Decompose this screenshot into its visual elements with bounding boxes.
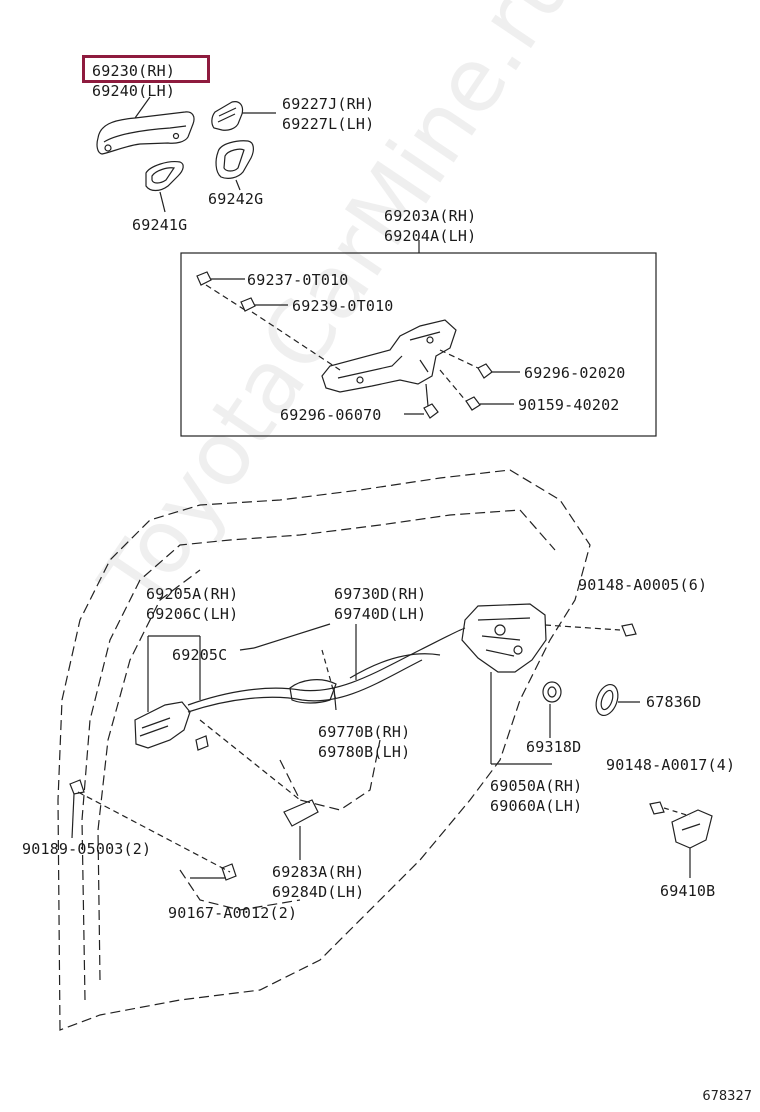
label-69740d[interactable]: 69740D(LH) [334, 605, 427, 623]
label-69237[interactable]: 69237-0T010 [247, 271, 349, 289]
label-69770b[interactable]: 69770B(RH) [318, 723, 411, 741]
label-69283a[interactable]: 69283A(RH) [272, 863, 365, 881]
label-69242g[interactable]: 69242G [208, 190, 264, 208]
label-69050a[interactable]: 69050A(RH) [490, 777, 583, 795]
label-69318d[interactable]: 69318D [526, 738, 582, 756]
label-90148-a0017[interactable]: 90148-A0017(4) [606, 756, 736, 774]
frame-assembly-box [180, 240, 657, 437]
label-69204a[interactable]: 69204A(LH) [384, 227, 477, 245]
label-69227l[interactable]: 69227L(LH) [282, 115, 375, 133]
label-69296-06070[interactable]: 69296-06070 [280, 406, 382, 424]
label-69240[interactable]: 69240(LH) [92, 82, 176, 100]
label-69770[interactable]: 69770B(RH) 69780B(LH) [318, 722, 410, 762]
inside-handle-drawing [134, 635, 209, 751]
label-69203a[interactable]: 69203A(RH) [384, 207, 477, 225]
label-67836d[interactable]: 67836D [646, 693, 702, 711]
label-90148-a0005[interactable]: 90148-A0005(6) [578, 576, 708, 594]
label-69283[interactable]: 69283A(RH) 69284D(LH) [272, 862, 364, 902]
striker-drawing [649, 801, 713, 878]
highlight-box [82, 55, 210, 83]
pad-drawing [215, 140, 254, 191]
outside-handle-drawing [96, 96, 195, 155]
label-69060a[interactable]: 69060A(LH) [490, 797, 583, 815]
label-90159[interactable]: 90159-40202 [518, 396, 620, 414]
label-69780b[interactable]: 69780B(LH) [318, 743, 411, 761]
label-69241g[interactable]: 69241G [132, 216, 188, 234]
label-69227j[interactable]: 69227J(RH) [282, 95, 375, 113]
label-69203[interactable]: 69203A(RH) 69204A(LH) [384, 206, 476, 246]
label-69296-02020[interactable]: 69296-02020 [524, 364, 626, 382]
handle-cap-drawing [211, 101, 276, 131]
label-69284d[interactable]: 69284D(LH) [272, 883, 365, 901]
label-90189[interactable]: 90189-05003(2) [22, 840, 152, 858]
connector-lines [77, 719, 301, 873]
label-69050[interactable]: 69050A(RH) 69060A(LH) [490, 776, 582, 816]
label-69730d[interactable]: 69730D(RH) [334, 585, 427, 603]
label-69227[interactable]: 69227J(RH) 69227L(LH) [282, 94, 374, 134]
label-69206c[interactable]: 69206C(LH) [146, 605, 239, 623]
small-parts [69, 623, 331, 881]
label-69410b[interactable]: 69410B [660, 882, 716, 900]
cable-drawing [187, 624, 466, 713]
label-69730[interactable]: 69730D(RH) 69740D(LH) [334, 584, 426, 624]
door-outline [57, 469, 591, 1031]
gasket-drawing [145, 161, 184, 213]
label-69230[interactable]: 69230(RH) [92, 62, 176, 80]
label-69205a[interactable]: 69205A(RH) [146, 585, 239, 603]
label-90167[interactable]: 90167-A0012(2) [168, 904, 298, 922]
label-69239[interactable]: 69239-0T010 [292, 297, 394, 315]
label-69205[interactable]: 69205A(RH) 69206C(LH) [146, 584, 238, 624]
diagram-code: 678327 [702, 1089, 752, 1104]
label-69205c[interactable]: 69205C [172, 646, 228, 664]
door-lock-drawing [461, 603, 640, 765]
